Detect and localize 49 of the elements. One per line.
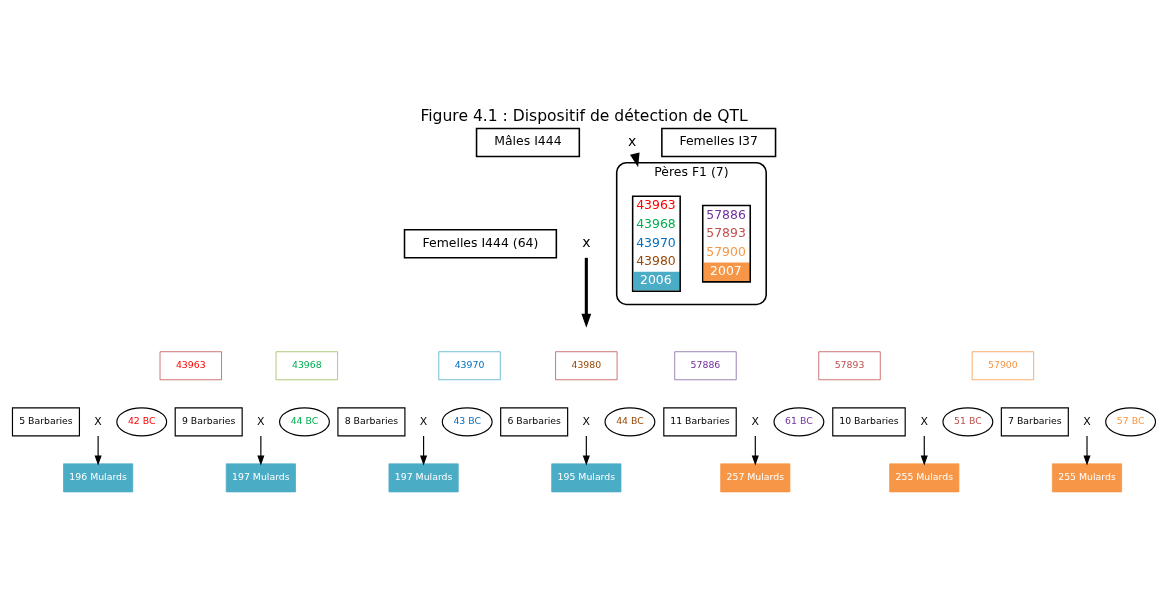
node-box: Femelles I444 (64): [403, 228, 558, 258]
node-box: 9 Barbaries: [174, 406, 243, 436]
diagram-title: Figure 4.1 : Dispositif de détection de QTL: [420, 106, 748, 125]
arrow: [581, 257, 592, 328]
arrow: [1083, 434, 1091, 466]
node-ellipse: 44 BC: [278, 406, 330, 436]
node-box: 43980: [555, 350, 618, 380]
node-box: 8 Barbaries: [337, 406, 406, 436]
node-box: 257 Mulards: [720, 462, 791, 492]
arrow: [94, 434, 102, 466]
arrow: [257, 434, 265, 466]
arrow: [751, 434, 759, 466]
node-ellipse: 42 BC: [116, 406, 168, 436]
node-box: 255 Mulards: [889, 462, 960, 492]
node-ellipse: 57 BC: [1105, 406, 1157, 436]
node-box: 57893: [818, 350, 881, 380]
node-text: X: [582, 414, 591, 428]
node-text: x: [582, 233, 591, 250]
node-box: 43970: [438, 350, 501, 380]
arrow: [420, 434, 428, 466]
node-box: 6 Barbaries: [500, 406, 569, 436]
node-box: 43963: [159, 350, 222, 380]
node-text: X: [751, 414, 760, 428]
node-text: X: [257, 414, 265, 428]
node-text: X: [920, 414, 928, 428]
node-box: 57900: [971, 350, 1035, 380]
arrow: [920, 434, 928, 466]
node-box: 11 Barbaries: [663, 406, 737, 436]
node-ellipse: 43 BC: [441, 406, 493, 436]
node-box: 255 Mulards: [1051, 462, 1123, 492]
node-ellipse: 51 BC: [942, 406, 994, 436]
node-box: 197 Mulards: [225, 462, 296, 492]
node-box: 195 Mulards: [551, 462, 622, 492]
node-box: 10 Barbaries: [832, 406, 906, 436]
node-box: 196 Mulards: [63, 462, 134, 492]
node-box: 7 Barbaries: [1000, 406, 1069, 436]
node-box: Femelles I37: [661, 127, 777, 157]
node-box: 43968: [275, 350, 338, 380]
node-box: 5 Barbaries: [11, 406, 80, 436]
node-text: X: [419, 414, 428, 428]
node-ellipse: 44 BC: [604, 406, 656, 436]
arrow: [582, 434, 590, 466]
node-text: X: [94, 414, 102, 428]
node-ellipse: 61 BC: [773, 406, 825, 436]
node-box: 197 Mulards: [388, 462, 459, 492]
node-text: x: [628, 132, 637, 149]
node-box: Mâles I444: [475, 127, 581, 157]
node-box: 57886: [674, 350, 737, 380]
node-text: X: [1083, 414, 1091, 428]
